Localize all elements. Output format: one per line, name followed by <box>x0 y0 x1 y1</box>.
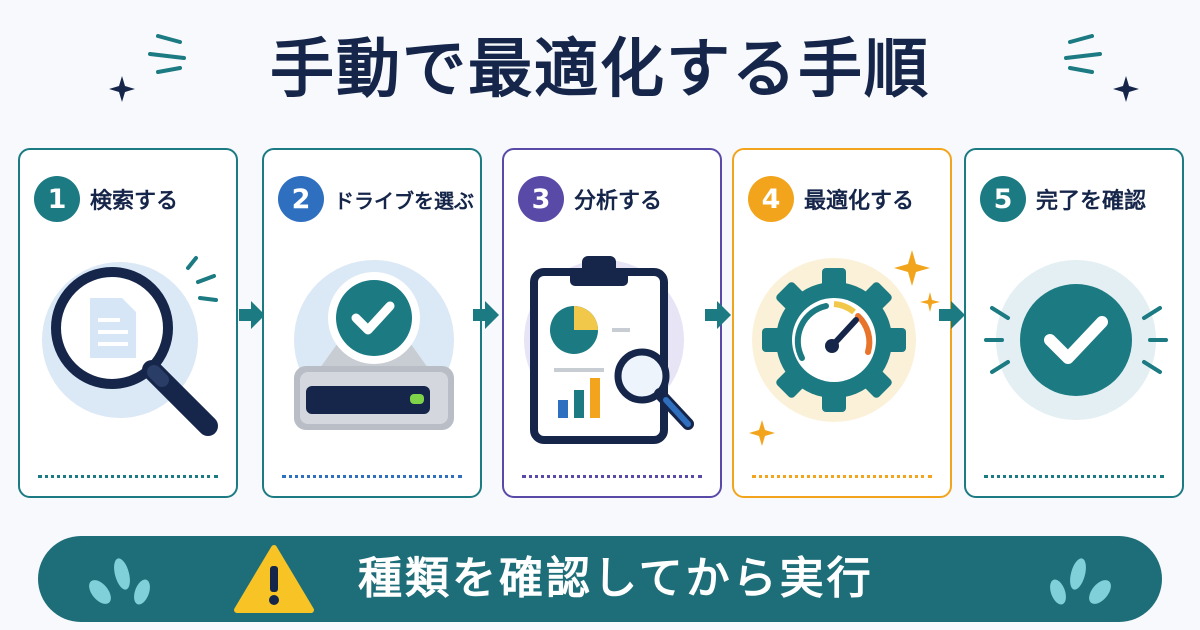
title-decoration-left <box>109 34 186 102</box>
warning-banner: 種類を確認してから実行 <box>38 536 1162 622</box>
step-number-3: 3 <box>518 176 564 222</box>
magnifier-document-icon <box>42 256 218 436</box>
step-card-5: 5 完了を確認 <box>964 148 1184 498</box>
step-card-2: 2 ドライブを選ぶ <box>262 148 482 498</box>
arrow-icon-2 <box>473 301 499 329</box>
arrow-icon-3 <box>705 301 731 329</box>
warning-icon <box>234 545 314 613</box>
step-card-4: 4 最適化する <box>732 148 952 498</box>
step-number-5: 5 <box>980 176 1026 222</box>
step-label-3: 分析する <box>574 189 663 214</box>
step-divider-3 <box>522 475 702 478</box>
step-card-3: 3 分析する <box>502 148 722 498</box>
step-number-2: 2 <box>278 176 324 222</box>
step-divider-5 <box>984 475 1164 478</box>
splash-decoration-right <box>1050 558 1111 605</box>
step-label-5: 完了を確認 <box>1036 189 1147 214</box>
step-card-1: 1 検索する <box>18 148 238 498</box>
drive-check-icon <box>294 260 454 430</box>
step-number-4: 4 <box>748 176 794 222</box>
step-label-4: 最適化する <box>804 189 915 214</box>
step-divider-4 <box>752 475 932 478</box>
banner-text: 種類を確認してから実行 <box>358 553 874 604</box>
check-circle-icon <box>984 260 1168 420</box>
arrow-icon-4 <box>939 301 965 329</box>
arrow-icon-1 <box>239 301 265 329</box>
step-number-1: 1 <box>34 176 80 222</box>
splash-decoration-left <box>89 558 150 605</box>
clipboard-chart-icon <box>524 256 694 444</box>
step-divider-2 <box>282 475 462 478</box>
gear-gauge-icon <box>749 250 940 446</box>
step-divider-1 <box>38 475 218 478</box>
title-decoration-right <box>1064 34 1139 102</box>
page-title: 手動で最適化する手順 <box>270 33 930 107</box>
step-label-1: 検索する <box>90 189 179 214</box>
step-label-2: ドライブを選ぶ <box>334 188 474 213</box>
